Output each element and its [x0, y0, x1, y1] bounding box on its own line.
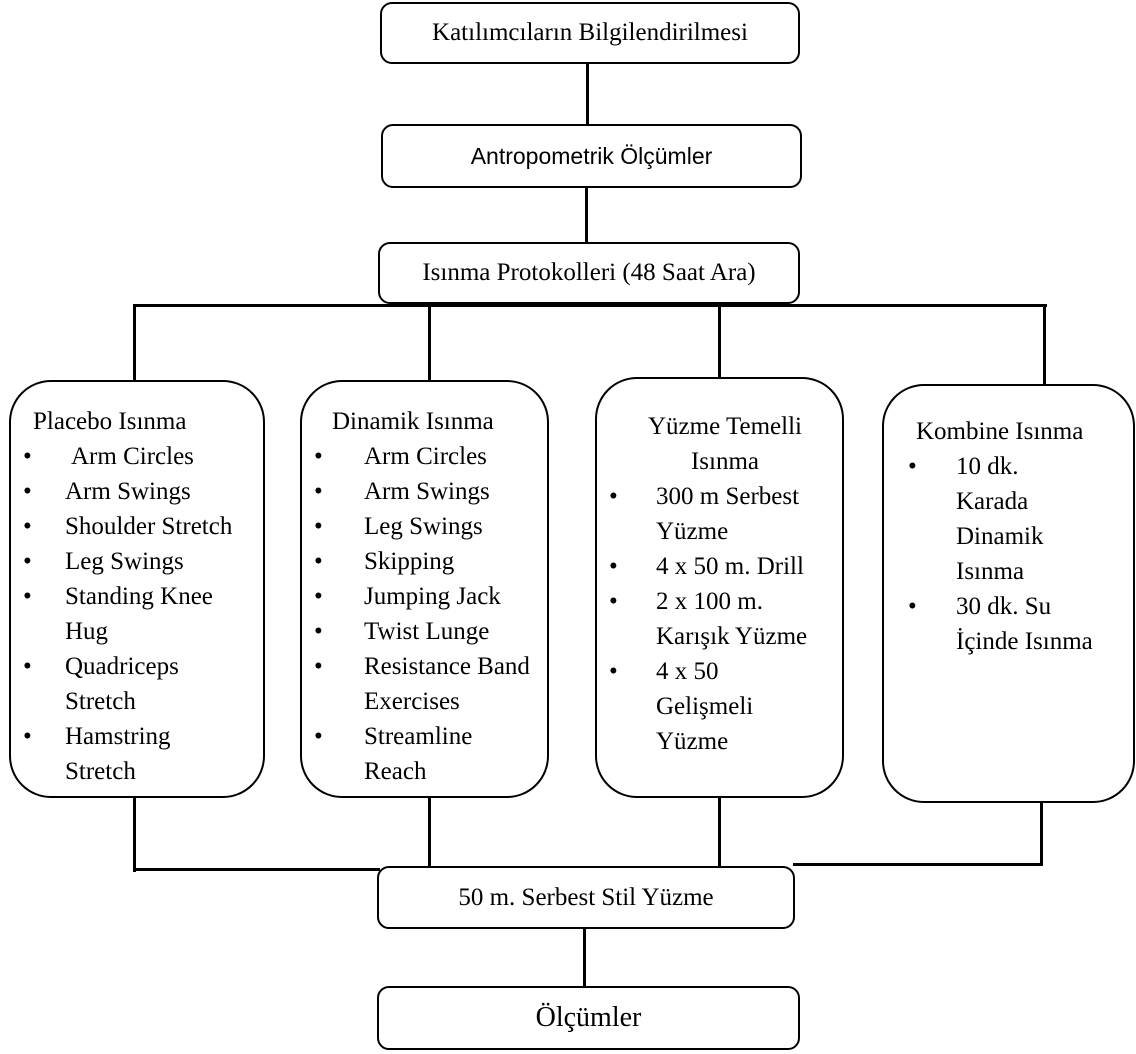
- swim-test-box: 50 m. Serbest Stil Yüzme: [377, 866, 795, 929]
- list-item: Jumping Jack: [310, 579, 547, 614]
- list-item: 4 x 50 Gelişmeli Yüzme: [605, 654, 786, 759]
- list-item: Arm Swings: [19, 474, 263, 509]
- connector-bottom-merge-right: [793, 863, 1043, 866]
- connector-swim-down: [718, 797, 721, 869]
- list-item: Leg Swings: [19, 544, 263, 579]
- connector-branch-dynamic: [428, 304, 431, 382]
- connector-combined-down: [1040, 802, 1043, 866]
- connector-placebo-down: [133, 797, 136, 872]
- informing-box: Katılımcıların Bilgilendirilmesi: [380, 2, 800, 64]
- list-item: Hamstring Stretch: [19, 719, 205, 789]
- list-item: Shoulder Stretch: [19, 509, 263, 544]
- list-item: 2 x 100 m. Karışık Yüzme: [605, 584, 836, 654]
- list-item: Quadriceps Stretch: [19, 649, 205, 719]
- swim-test-label: 50 m. Serbest Stil Yüzme: [458, 883, 714, 911]
- list-item: Arm Swings: [310, 474, 547, 509]
- list-item: Resistance Band Exercises: [310, 649, 534, 719]
- placebo-title: Placebo Isınma: [33, 408, 187, 435]
- list-item: Streamline Reach: [310, 719, 484, 789]
- list-item: Leg Swings: [310, 509, 547, 544]
- connector-dynamic-down: [428, 797, 431, 869]
- swim-card: Yüzme Temelli Isınma 300 m Serbest Yüzme…: [595, 377, 844, 798]
- connector-branch-swim: [718, 304, 721, 380]
- placebo-card: Placebo Isınma Arm Circles Arm Swings Sh…: [9, 380, 265, 798]
- anthropometric-label: Antropometrik Ölçümler: [470, 142, 713, 169]
- connector-swim-test-measurements: [583, 928, 586, 988]
- dynamic-card: Dinamik Isınma Arm Circles Arm Swings Le…: [300, 380, 549, 798]
- connector-branch-combined: [1043, 304, 1046, 386]
- list-item: Standing Knee Hug: [19, 579, 225, 649]
- list-item: 30 dk. Su İçinde Isınma: [904, 589, 1116, 659]
- connector-anthropometric-protocols: [585, 187, 588, 244]
- combined-list: 10 dk. Karada Dinamik Isınma 30 dk. Su İ…: [904, 449, 1133, 659]
- swim-list: 300 m Serbest Yüzme 4 x 50 m. Drill 2 x …: [605, 479, 842, 759]
- measurements-box: Ölçümler: [377, 986, 800, 1050]
- list-item: 300 m Serbest Yüzme: [605, 479, 836, 549]
- list-item: 4 x 50 m. Drill: [605, 549, 842, 584]
- list-item: Arm Circles: [19, 439, 263, 474]
- measurements-label: Ölçümler: [535, 1002, 642, 1033]
- dynamic-list: Arm Circles Arm Swings Leg Swings Skippi…: [310, 439, 547, 789]
- dynamic-title: Dinamik Isınma: [332, 408, 494, 435]
- list-item: Skipping: [310, 544, 547, 579]
- swim-title: Yüzme Temelli Isınma: [648, 413, 802, 475]
- list-item: 10 dk. Karada Dinamik Isınma: [904, 449, 1066, 589]
- connector-top-branch: [133, 304, 1047, 307]
- protocols-label: Isınma Protokolleri (48 Saat Ara): [422, 259, 756, 286]
- combined-card: Kombine Isınma 10 dk. Karada Dinamik Isı…: [882, 384, 1135, 803]
- protocols-box: Isınma Protokolleri (48 Saat Ara): [378, 242, 800, 304]
- anthropometric-box: Antropometrik Ölçümler: [381, 124, 802, 188]
- informing-label: Katılımcıların Bilgilendirilmesi: [432, 19, 748, 46]
- combined-title: Kombine Isınma: [916, 418, 1084, 445]
- connector-bottom-merge-left: [133, 868, 380, 871]
- list-item: Arm Circles: [310, 439, 547, 474]
- placebo-list: Arm Circles Arm Swings Shoulder Stretch …: [19, 439, 263, 789]
- connector-branch-placebo: [133, 304, 136, 382]
- list-item: Twist Lunge: [310, 614, 547, 649]
- connector-informing-anthropometric: [586, 63, 589, 125]
